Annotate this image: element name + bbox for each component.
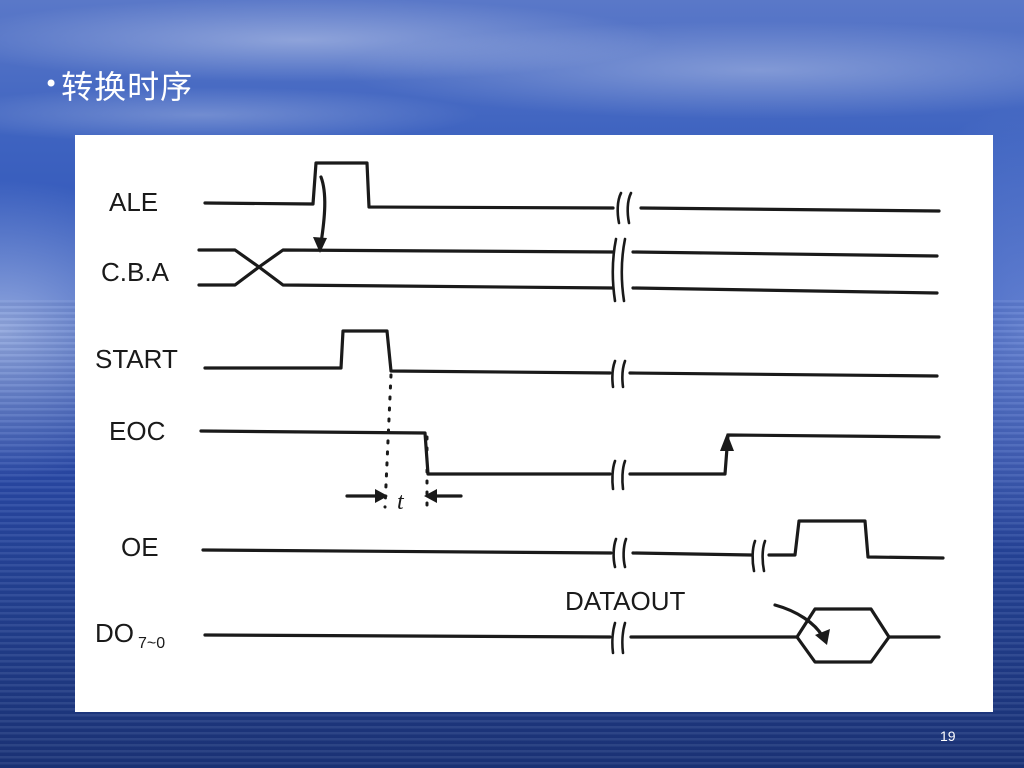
oe-waveform-middle xyxy=(631,551,753,557)
arrowhead xyxy=(815,629,830,645)
start-waveform xyxy=(203,329,612,375)
eoc-rising-arrowhead xyxy=(720,433,734,451)
page-number: 19 xyxy=(940,728,956,744)
label-dataout: DATAOUT xyxy=(565,586,685,616)
label-start: START xyxy=(95,344,178,374)
eoc-waveform-after-break xyxy=(628,433,941,476)
label-ale: ALE xyxy=(109,187,158,217)
slide-title: •转换时序 xyxy=(44,62,193,108)
start-fall-guide xyxy=(383,373,393,509)
arrowhead xyxy=(424,489,437,503)
title-bullet: • xyxy=(44,70,60,98)
do-waveform xyxy=(203,633,612,639)
cba-break-mark xyxy=(611,237,627,303)
label-interval-t: t xyxy=(397,489,405,515)
cba-upper-after-break xyxy=(631,250,939,258)
eoc-waveform xyxy=(199,429,612,476)
ale-to-cba-arrow xyxy=(319,175,327,245)
ale-waveform-after-break xyxy=(639,206,941,213)
do-break-mark xyxy=(611,621,627,655)
ale-waveform xyxy=(203,161,615,210)
start-waveform-after-break xyxy=(628,371,939,378)
label-cba: C.B.A xyxy=(101,257,170,287)
do-waveform-after-break xyxy=(629,607,941,639)
label-eoc: EOC xyxy=(109,416,165,446)
cba-lower-after-break xyxy=(631,286,939,295)
start-break-mark xyxy=(611,359,627,389)
do-data-valid-lower xyxy=(795,635,891,664)
title-text: 转换时序 xyxy=(61,68,194,106)
ale-break-mark xyxy=(616,191,633,225)
cba-upper-line xyxy=(197,248,615,269)
label-do-main: DO xyxy=(95,618,134,648)
oe-waveform xyxy=(201,548,613,555)
oe-break-mark-2 xyxy=(751,539,767,573)
arrowhead xyxy=(375,489,388,503)
label-do-sub: 7~0 xyxy=(138,635,165,652)
cba-lower-line xyxy=(197,265,615,290)
eoc-break-mark xyxy=(611,459,627,491)
arrowhead xyxy=(313,237,327,253)
oe-waveform-after-break xyxy=(767,519,945,560)
label-oe: OE xyxy=(121,532,159,562)
oe-break-mark-1 xyxy=(612,537,628,569)
